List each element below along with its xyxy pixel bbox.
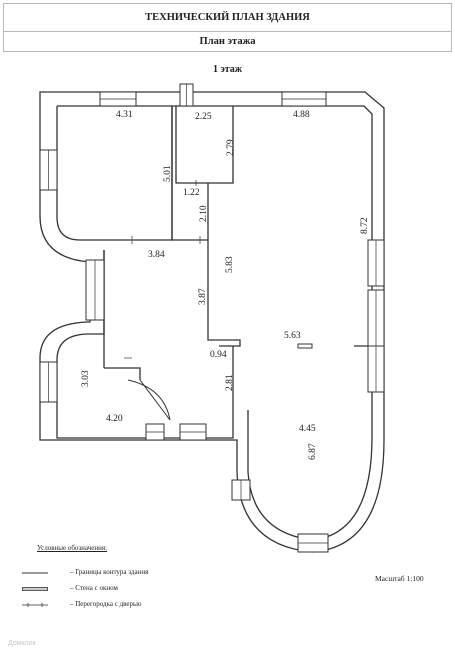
window-wall-icon: [22, 587, 48, 591]
legend-text: – Границы контура здания: [70, 568, 149, 576]
legend-item-door: – Перегородка с дверью: [22, 600, 222, 610]
document-subtitle: План этажа: [3, 31, 452, 52]
contour-line-icon: [22, 572, 48, 574]
dim-label: 2.25: [195, 112, 212, 122]
partition-bath: [175, 106, 234, 184]
watermark: Домклик: [8, 640, 36, 647]
dim-label: 2.10: [199, 205, 209, 222]
dim-label: 4.88: [293, 110, 310, 120]
door-line: [139, 379, 171, 421]
legend-text: – Перегородка с дверью: [70, 600, 142, 608]
legend-item-window: – Стена с окном: [22, 584, 222, 594]
dim-label: 8.72: [360, 217, 370, 234]
dim-label: 3.87: [198, 288, 208, 305]
dim-label: 6.87: [308, 443, 318, 460]
dim-label: 4.20: [106, 414, 123, 424]
dim-label: 3.84: [148, 250, 165, 260]
dim-label: 5.83: [225, 256, 235, 273]
partition-corridor: [171, 106, 241, 347]
outer-wall: [39, 91, 385, 553]
scale-label: Масштаб 1:100: [375, 574, 424, 583]
legend: Условные обозначения: – Границы контура …: [22, 544, 148, 608]
dim-label: 1.22: [183, 188, 200, 198]
dim-label: 2.81: [225, 374, 235, 391]
dim-label: 4.45: [299, 424, 316, 434]
floor-label: 1 этаж: [212, 64, 243, 75]
dim-label: 0.94: [210, 350, 227, 360]
legend-text: – Стена с окном: [70, 584, 118, 592]
partition-hall: [232, 345, 372, 428]
partition-left-room: [56, 106, 173, 241]
partition-lower-left: [103, 250, 141, 380]
legend-title: Условные обозначения:: [37, 544, 108, 552]
column: [297, 343, 313, 349]
legend-item-contour: – Границы контура здания: [22, 568, 222, 578]
door-partition-icon: [22, 603, 48, 607]
door-arc: [127, 379, 171, 421]
document-title: ТЕХНИЧЕСКИЙ ПЛАН ЗДАНИЯ: [3, 3, 452, 32]
dim-label: 5.63: [284, 331, 301, 341]
dim-label: 2.79: [226, 139, 236, 156]
dim-label: 3.03: [81, 370, 91, 387]
dim-label: 5.01: [163, 165, 173, 182]
dim-label: 4.31: [116, 110, 133, 120]
